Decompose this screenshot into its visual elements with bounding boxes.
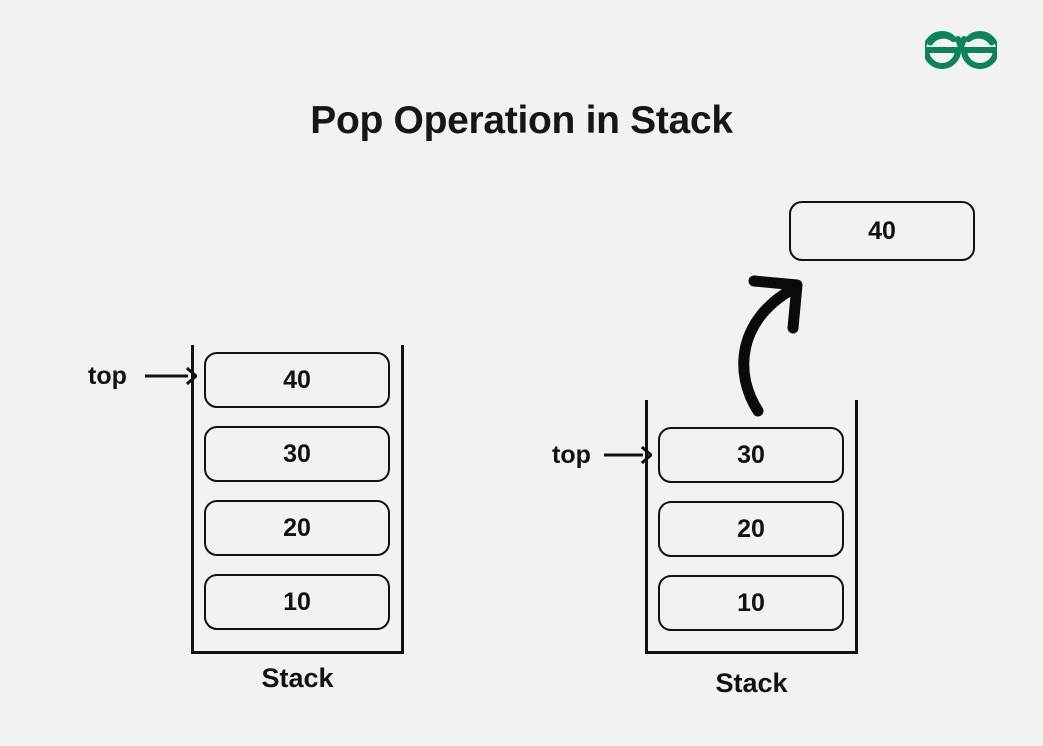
stack-container-before <box>191 345 404 654</box>
popped-element-box: 40 <box>789 201 975 261</box>
page-title: Pop Operation in Stack <box>310 99 733 142</box>
stack-caption-after: Stack <box>715 668 788 698</box>
geeksforgeeks-logo <box>922 28 1000 72</box>
top-pointer-label-after: top <box>552 441 591 469</box>
top-pointer-label-before: top <box>88 362 127 390</box>
stack-cell: 20 <box>204 500 390 556</box>
pop-direction-arrow <box>725 272 835 417</box>
stack-cell: 20 <box>658 501 844 557</box>
top-pointer-arrow-after <box>604 443 654 467</box>
stack-container-after <box>645 400 858 654</box>
stack-cell: 30 <box>204 426 390 482</box>
stack-cell: 10 <box>658 575 844 631</box>
stack-cell: 10 <box>204 574 390 630</box>
stack-cell: 40 <box>204 352 390 408</box>
top-pointer-arrow-before <box>145 364 199 388</box>
stack-caption-before: Stack <box>261 663 334 693</box>
stack-cell: 30 <box>658 427 844 483</box>
